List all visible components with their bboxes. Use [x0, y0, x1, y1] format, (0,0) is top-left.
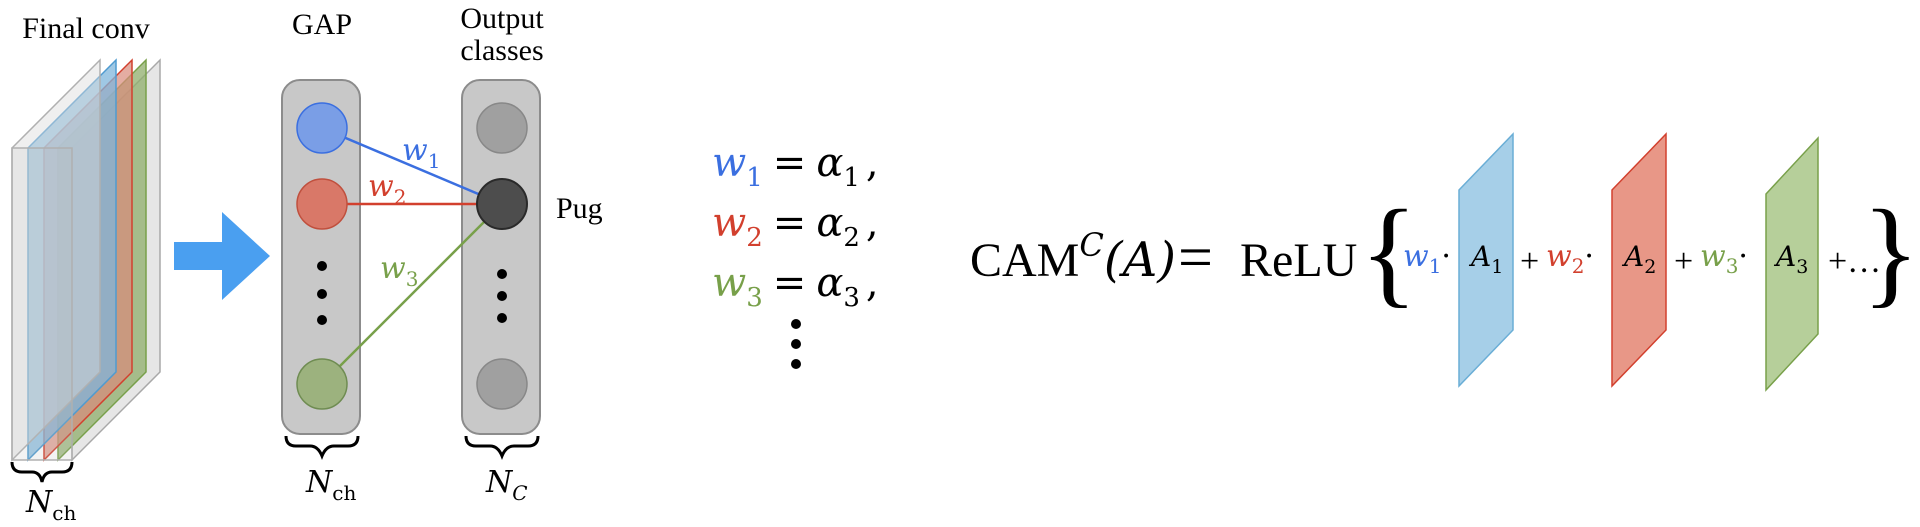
activation-map-a2	[1611, 132, 1667, 388]
brace-n-ch-left	[10, 461, 74, 483]
pug-label: Pug	[556, 192, 603, 225]
n-c-label: NC	[485, 465, 528, 505]
gap-node-blue	[296, 102, 348, 154]
weight-equations: w1=α1, w2=α2, w3=α3,	[712, 140, 879, 369]
gap-node-green	[296, 358, 348, 410]
weight-eq-3: w3=α3,	[712, 260, 879, 313]
open-brace: {	[1360, 185, 1418, 318]
n-ch-label-gap: Nch	[305, 465, 356, 505]
flow-arrow	[174, 212, 270, 300]
feature-stack-front-face	[11, 147, 73, 461]
activation-map-a3	[1765, 136, 1819, 392]
final-conv-stack	[11, 58, 161, 462]
output-node-dot-1	[497, 269, 507, 279]
output-node-dot-2	[497, 291, 507, 301]
output-classes-label-line1: Output	[460, 2, 544, 35]
output-column	[461, 79, 541, 435]
output-node-pug	[476, 178, 528, 230]
plus-2: +	[1674, 243, 1693, 280]
activation-map-a1	[1458, 132, 1514, 388]
n-ch-label-left: Nch	[25, 485, 76, 525]
close-brace: }	[1862, 185, 1920, 318]
connection-w1	[321, 126, 503, 206]
gap-label: GAP	[292, 8, 352, 41]
gap-column	[281, 79, 361, 435]
gap-node-dot-3	[317, 315, 327, 325]
w3-line-label: w3	[380, 251, 418, 291]
output-node-top	[476, 102, 528, 154]
cam-equals: =	[1178, 224, 1213, 292]
weight-eq-dot-3	[791, 359, 801, 369]
plus-1: +	[1520, 243, 1539, 280]
gap-node-dot-1	[317, 261, 327, 271]
connection-w3	[321, 203, 503, 385]
trailing-ellipsis: +…	[1828, 243, 1881, 280]
output-classes-label-line2: classes	[460, 34, 543, 67]
gap-node-red	[296, 178, 348, 230]
cam-w3-label: w3·	[1700, 239, 1748, 278]
cam-w2-label: w2·	[1546, 239, 1594, 278]
weight-eq-1: w1=α1,	[712, 140, 879, 193]
cam-expression: CAMC(A)	[970, 226, 1176, 288]
output-node-dot-3	[497, 313, 507, 323]
weight-eq-dot-2	[791, 339, 801, 349]
activation-map-a2-label: A2	[1621, 240, 1656, 278]
w1-line-label: w1	[402, 133, 440, 173]
gap-node-dot-2	[317, 289, 327, 299]
relu-label: ReLU	[1240, 234, 1357, 287]
weight-eq-dot-1	[791, 319, 801, 329]
output-node-bottom	[476, 358, 528, 410]
cam-w1-label: w1·	[1403, 239, 1451, 278]
activation-map-a1-label: A1	[1468, 240, 1503, 278]
w2-line-label: w2	[368, 169, 406, 209]
weight-eq-2: w2=α2,	[712, 200, 879, 253]
brace-n-c	[464, 435, 540, 461]
final-conv-label: Final conv	[22, 12, 150, 45]
activation-map-a3-label: A3	[1773, 240, 1808, 278]
brace-n-ch-gap	[284, 435, 360, 461]
